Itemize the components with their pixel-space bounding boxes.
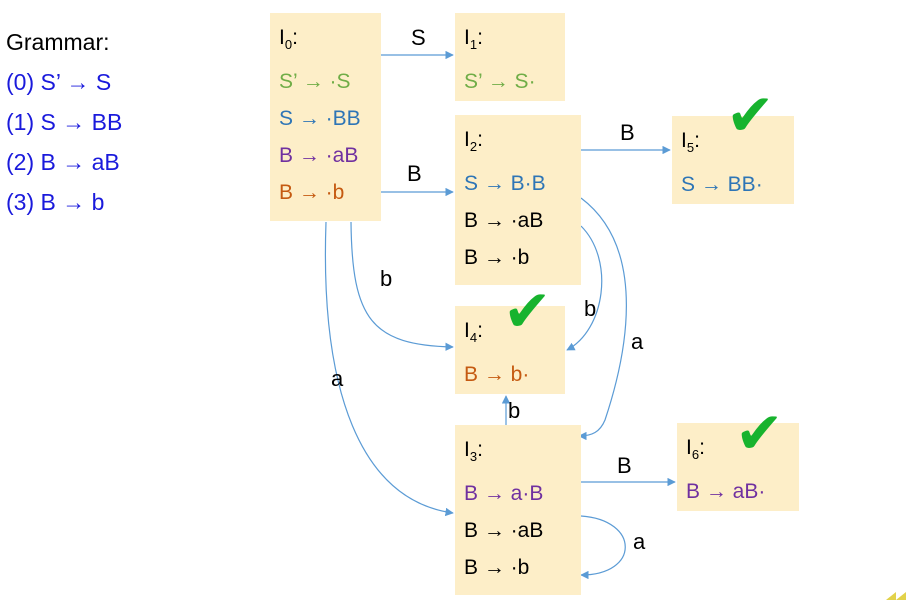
state-name-index: 2 (469, 139, 478, 155)
state-name-letter: I (464, 438, 470, 461)
state-name: I1: (464, 19, 556, 63)
grammar-rule-3: (3) B → b (6, 189, 105, 215)
state-name-index: 5 (686, 140, 695, 156)
state-name-colon: : (292, 26, 298, 49)
state-name: I0: (279, 19, 372, 63)
state-name-index: 4 (469, 330, 478, 346)
state-i5: I5: S → BB· (672, 116, 794, 204)
edge-i0-i3 (324, 221, 454, 517)
lr-item: B → ·aB (464, 519, 544, 543)
state-name: I3: (464, 431, 572, 475)
lr-item: B → ·b (279, 181, 345, 205)
edge-label-i2-i5: B (620, 120, 635, 145)
state-name: I4: (464, 312, 556, 356)
edge-label-i3-i6: B (617, 453, 632, 478)
edge-label-i3-i4: b (508, 398, 521, 423)
state-name-colon: : (477, 26, 483, 49)
state-name: I5: (681, 122, 785, 166)
state-name-letter: I (464, 319, 470, 342)
edge-label-i0-i3: a (331, 366, 344, 391)
state-name-index: 6 (691, 447, 700, 463)
lr-item: B → ·aB (464, 209, 544, 233)
edge-label-i2-i3: a (631, 329, 644, 354)
grammar-rule-0: (0) S’ → S (6, 69, 112, 95)
edge-label-i3-i3: a (633, 529, 646, 554)
edge-i2-i4 (566, 225, 603, 351)
lr-item: B → b· (464, 363, 530, 387)
state-name-colon: : (477, 128, 483, 151)
lr-item: S → B·B (464, 172, 546, 196)
state-name-colon: : (477, 438, 483, 461)
lr-item: S → BB· (681, 173, 763, 197)
state-i3: I3: B → a·B B → ·aB B → ·b (455, 425, 581, 595)
state-name-letter: I (686, 436, 692, 459)
state-i4: I4: B → b· (455, 306, 565, 394)
lr-item: S → ·BB (279, 107, 361, 131)
state-i1: I1: S’ → S· (455, 13, 565, 101)
state-name-index: 1 (469, 37, 478, 53)
state-i6: I6: B → aB· (677, 423, 799, 511)
state-name-letter: I (464, 26, 470, 49)
grammar-panel: Grammar: (0) S’ → S (1) S → BB (2) B → a… (6, 22, 122, 222)
lr-item: B → a·B (464, 482, 544, 506)
state-name-letter: I (279, 26, 285, 49)
state-name-colon: : (694, 129, 700, 152)
lr-item: B → aB· (686, 480, 766, 504)
state-name-index: 0 (284, 37, 293, 53)
state-i2: I2: S → B·B B → ·aB B → ·b (455, 115, 581, 285)
lr-item: S’ → S· (464, 70, 536, 94)
lr-item: B → ·aB (279, 144, 359, 168)
state-name-index: 3 (469, 449, 478, 465)
edge-i0-i4 (350, 221, 454, 352)
grammar-title: Grammar: (6, 29, 110, 55)
edge-i2-i3 (578, 197, 627, 441)
edge-i3-i3 (580, 515, 626, 580)
grammar-rule-1: (1) S → BB (6, 109, 123, 135)
state-name: I2: (464, 121, 572, 165)
state-i0: I0: S’ → ·S S → ·BB B → ·aB B → ·b (270, 13, 381, 221)
state-name: I6: (686, 429, 790, 473)
edge-label-i0-i4: b (380, 266, 393, 291)
lr-item: B → ·b (464, 246, 530, 270)
lr-item: S’ → ·S (279, 70, 351, 94)
state-name-colon: : (477, 319, 483, 342)
lr-item: B → ·b (464, 556, 530, 580)
state-name-letter: I (464, 128, 470, 151)
slide-nav-icon (886, 592, 906, 600)
edge-label-i0-i2: B (407, 161, 422, 186)
state-name-letter: I (681, 129, 687, 152)
state-name-colon: : (699, 436, 705, 459)
check-mark-icon: ✔ (726, 81, 775, 149)
grammar-rule-2: (2) B → aB (6, 149, 120, 175)
check-mark-icon: ✔ (735, 399, 784, 467)
check-mark-icon: ✔ (503, 277, 552, 345)
edge-label-i0-i1: S (411, 25, 426, 50)
edge-label-i2-i4: b (584, 296, 597, 321)
